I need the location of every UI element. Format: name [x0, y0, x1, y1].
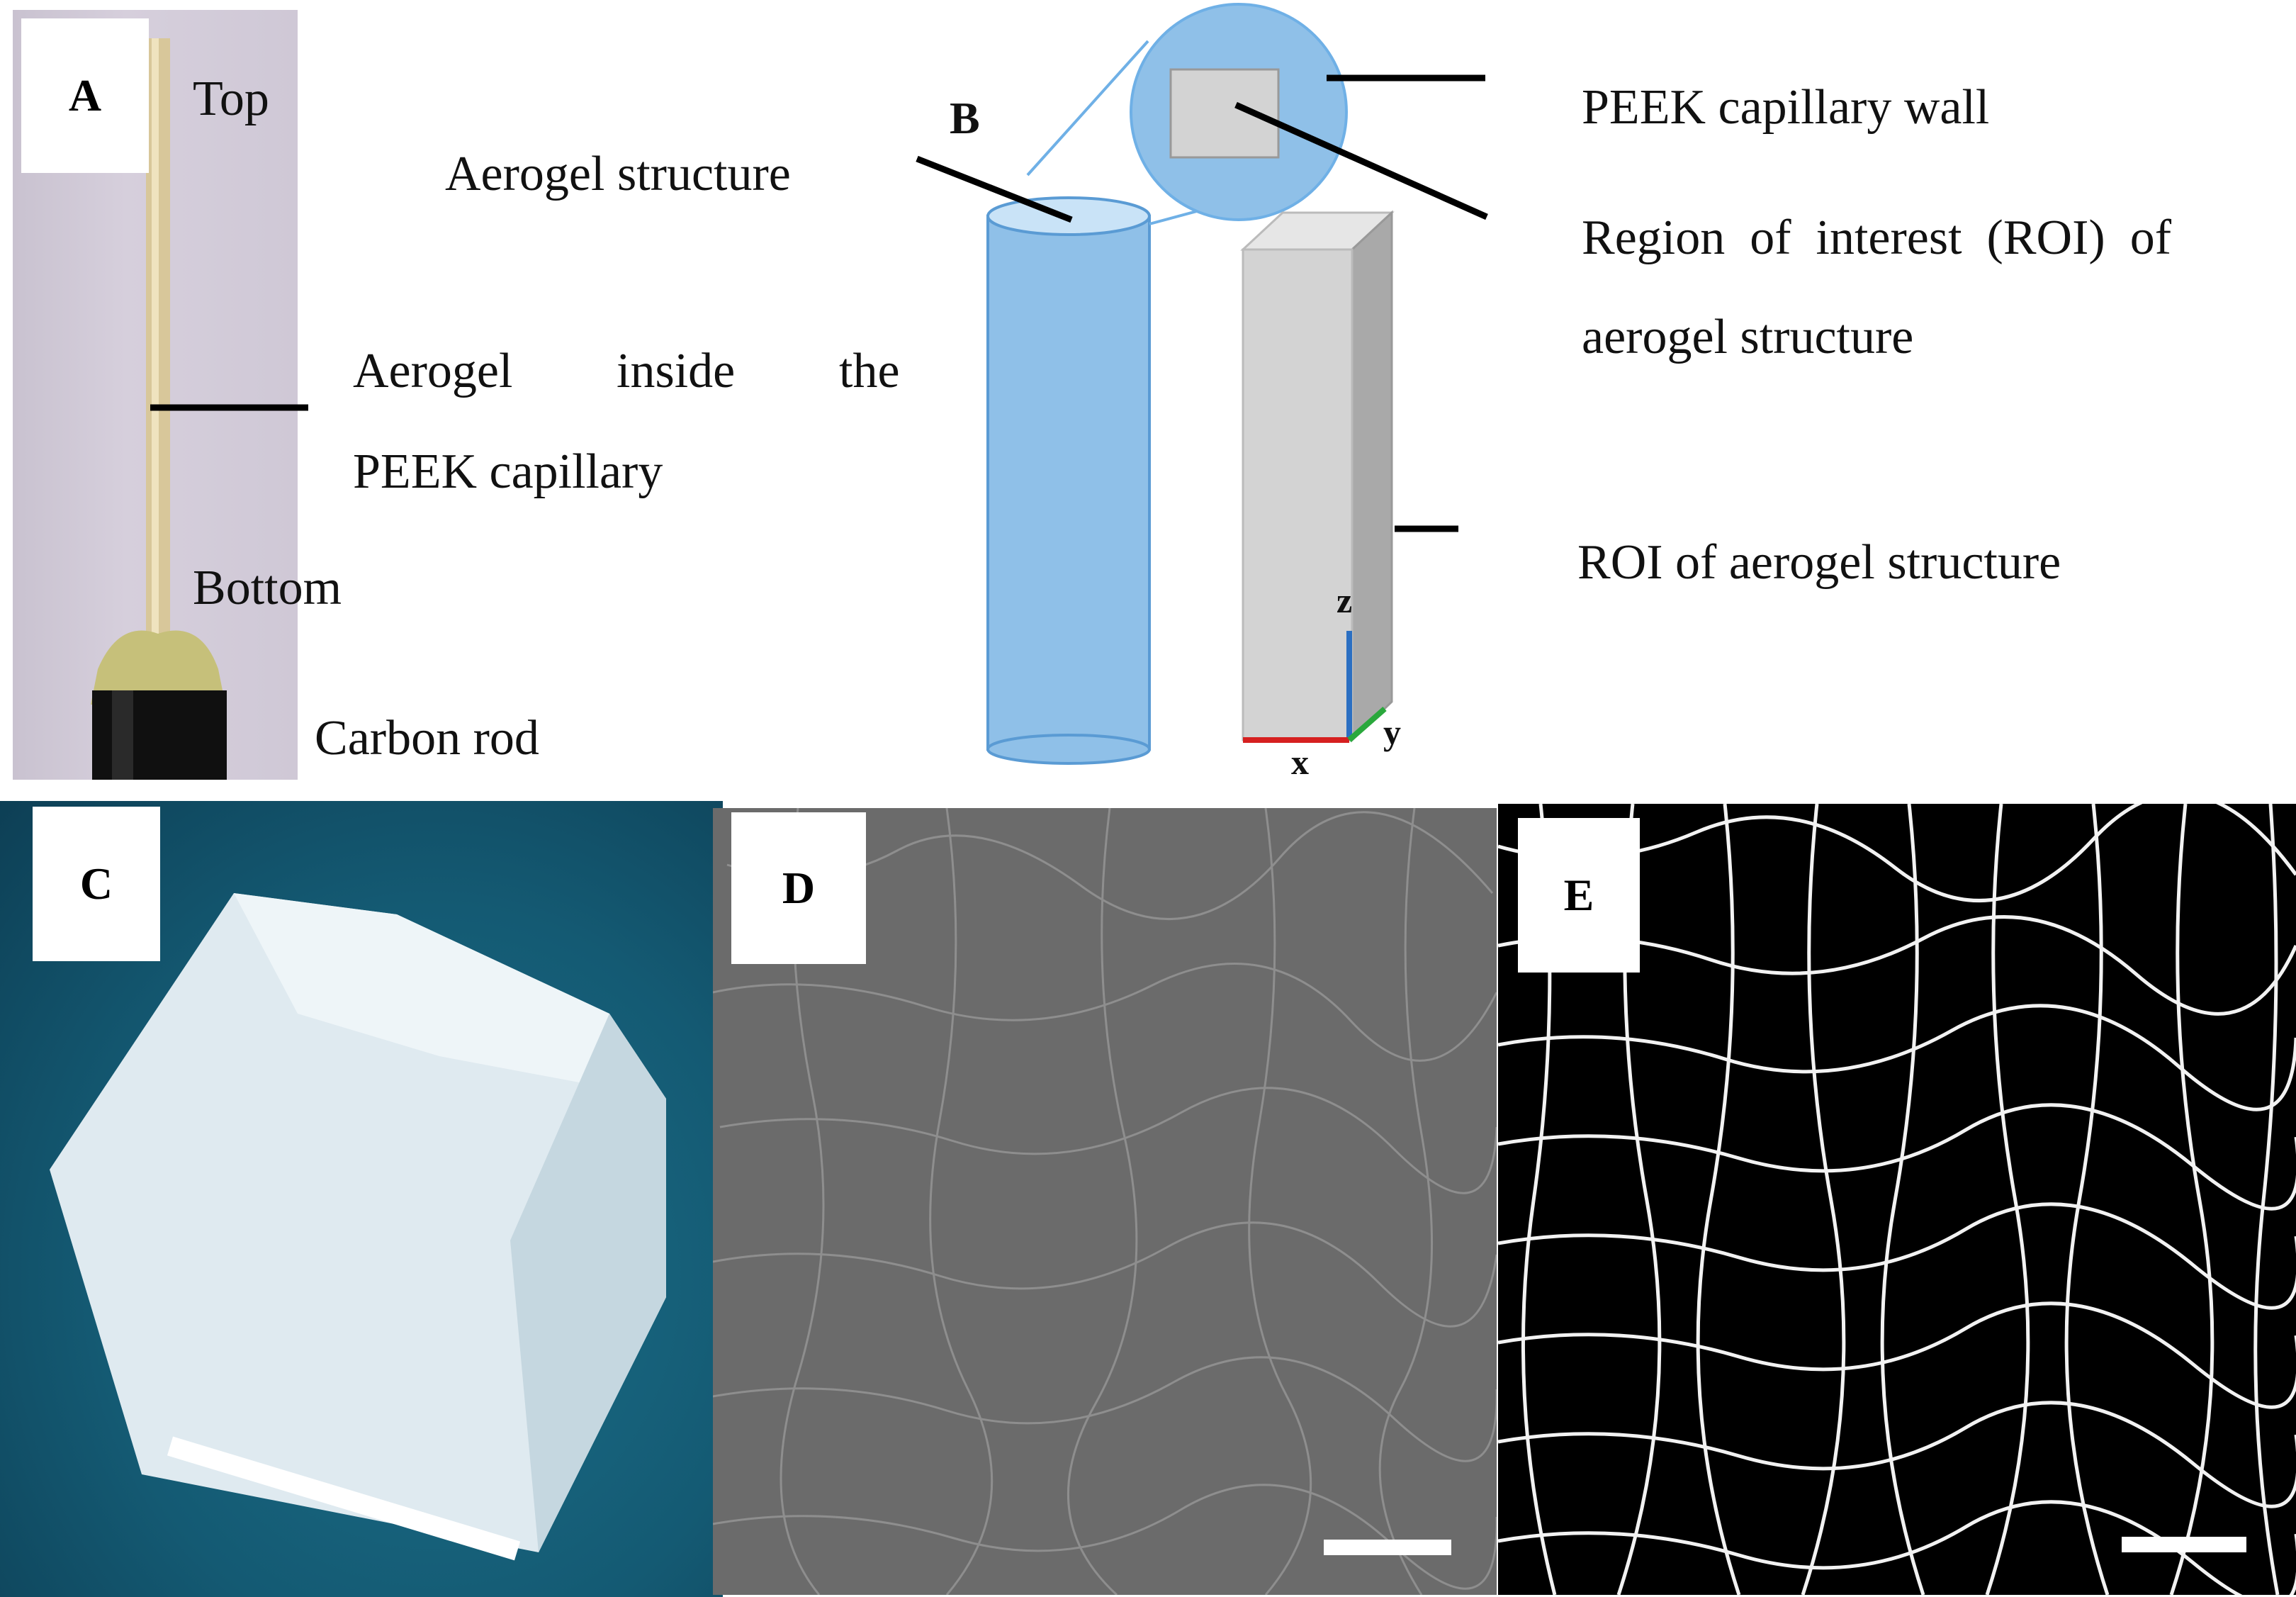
glue-blob	[91, 630, 225, 705]
panel-d-letter-text: D	[782, 863, 816, 913]
label-peek-capillary: PEEK capillary	[353, 444, 663, 499]
zoom-line-left	[1026, 40, 1149, 176]
box-side	[1351, 210, 1393, 743]
axis-y-line	[1347, 706, 1387, 743]
label-carbon-rod: Carbon rod	[315, 711, 539, 766]
label-aerogel-word-3: the	[839, 344, 900, 398]
axis-y-label: y	[1383, 712, 1401, 752]
cylinder-body	[986, 215, 1151, 751]
panel-a-letter: A	[21, 18, 149, 173]
aerogel-cube-illustration	[50, 893, 666, 1561]
label-peek-wall: PEEK capillary wall	[1582, 80, 1990, 135]
label-aerogel-structure: Aerogel structure	[445, 147, 791, 201]
box-front	[1242, 248, 1354, 741]
label-roi-short: ROI of aerogel structure	[1577, 535, 2061, 590]
pointer-line-aerogel-structure	[916, 155, 1073, 223]
label-aerogel-word-1: Aerogel	[353, 344, 513, 398]
panel-e-binarized	[1498, 804, 2296, 1595]
panel-a-letter-text: A	[68, 70, 102, 121]
tomography-network	[713, 808, 1497, 1595]
cylinder-bottom	[986, 734, 1151, 765]
cube-side-face	[510, 1014, 666, 1552]
label-bottom: Bottom	[193, 561, 342, 615]
axis-z-label: z	[1336, 581, 1353, 620]
binarized-network	[1498, 804, 2296, 1595]
panel-a-photo	[13, 10, 298, 780]
panel-b-diagram	[150, 3, 1488, 765]
panel-c-letter-text: C	[79, 858, 113, 909]
panel-e-letter-text: E	[1563, 870, 1594, 920]
scale-bar-d	[1324, 1540, 1451, 1555]
label-aerogel-word-2: inside	[617, 344, 736, 398]
label-roi-line1: Region of interest (ROI) of	[1582, 211, 2172, 265]
label-top: Top	[193, 72, 269, 126]
panel-d-letter: D	[731, 812, 866, 964]
scale-bar-e	[2122, 1537, 2246, 1552]
panel-c-photo	[0, 801, 723, 1597]
panel-e-letter: E	[1518, 818, 1640, 973]
panel-c-letter: C	[33, 807, 160, 961]
cube-top-face	[234, 893, 666, 1099]
pointer-line-roi	[1234, 101, 1488, 220]
capillary-illustration	[91, 38, 227, 780]
scale-bar-c	[167, 1436, 521, 1561]
label-roi-line2: aerogel structure	[1582, 310, 1914, 364]
panel-b-letter: B	[950, 93, 980, 143]
axis-x-label: x	[1291, 742, 1309, 782]
